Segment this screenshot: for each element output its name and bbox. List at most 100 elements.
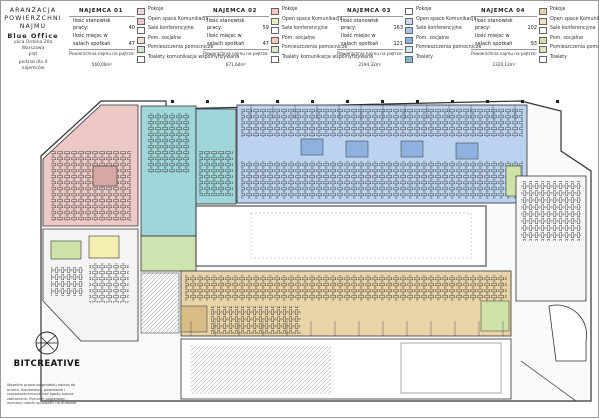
workstations-label-text: Ilość stanowisk: [475, 18, 513, 24]
divider: [203, 49, 269, 50]
common-area-hatch: [191, 346, 331, 394]
title-line-2: POWIERZCHNI: [4, 15, 62, 22]
legend-label: Open space Komunikacja: [148, 16, 209, 22]
legend-label: Toalety komunikacja wspólnyfizywana: [148, 54, 240, 60]
legend-swatch: [137, 36, 145, 44]
plan-details: [140, 100, 577, 402]
legend-swatch: [137, 27, 145, 34]
meeting-seats-label-text: Ilość miejsc w: [341, 33, 376, 39]
legend-label: Toalety komunikacja wspólnyfizywana: [282, 54, 374, 60]
legend-swatch: [137, 8, 145, 15]
divider: [337, 49, 403, 50]
divider: [69, 49, 135, 50]
legend-label: Pom. socjalne: [416, 35, 450, 41]
lower-workstations-2: [51, 266, 83, 296]
legend-swatch: [271, 36, 279, 44]
tenant-4-support: [480, 300, 510, 332]
meeting-seats-label-text-2: salach spotkań: [73, 41, 111, 47]
column: [241, 100, 244, 103]
meeting-seats-label: Ilość miejsc w: [207, 33, 269, 39]
tenant-3-workstations-top: [241, 109, 523, 137]
legend-item: Sale konferencyjne: [271, 26, 331, 36]
tenant-4-meeting-room: [180, 305, 208, 333]
meeting-seats-label-text: Ilość miejsc w: [207, 33, 242, 39]
meeting-seats-label: Ilość miejsc w: [475, 33, 537, 39]
tenant-name: NAJEMCA 01: [79, 8, 123, 14]
legend-swatch: [539, 55, 547, 63]
subtitle-line-2: najemców: [21, 66, 45, 71]
tenant-name: NAJEMCA 04: [481, 8, 525, 14]
legend-swatch: [539, 8, 547, 15]
legend-item: Pokoje: [271, 7, 331, 17]
subtitle-line-1: podział dla 4: [18, 60, 48, 65]
legend-item: Toalety komunikacja wspólnyfizywana: [271, 55, 373, 65]
area-label: Powierzchnia najmu na piętrze:: [69, 51, 135, 56]
column: [416, 100, 419, 103]
workstations-value: 40: [128, 25, 135, 31]
divider: [471, 49, 537, 50]
tenant-name: NAJEMCA 02: [213, 8, 257, 14]
meeting-seats-label-text: Ilość miejsc w: [73, 33, 108, 39]
workstations-label-text-2: pracy:: [207, 25, 223, 31]
title-line-1: ARANŻACJA: [9, 7, 57, 14]
legend-swatch: [271, 17, 279, 25]
central-atrium: [195, 205, 487, 267]
legend-swatch: [405, 36, 413, 44]
column: [311, 100, 314, 103]
tenant-3-meeting-room: [300, 138, 324, 156]
title-line-3: NAJMU: [19, 23, 47, 30]
legend-swatch: [137, 55, 145, 63]
column: [346, 100, 349, 103]
legend-label: Toalety: [550, 54, 567, 60]
meeting-seats-value: 47: [262, 41, 269, 47]
legend-item: Toalety: [539, 55, 599, 65]
legend-label: Pom. socjalne: [282, 35, 316, 41]
divider: [471, 16, 537, 17]
column: [486, 100, 489, 103]
legend-item: Toalety komunikacja wspólnyfizywana: [137, 55, 239, 65]
workstations-label-text: Ilość stanowisk: [341, 18, 379, 24]
tenant-4-workstations-2: [211, 306, 301, 334]
tenant-3-meeting-room: [345, 140, 369, 158]
legend-label: Pomieszczenia pomocnicze: [550, 45, 599, 50]
tenant-3-meeting-room: [455, 142, 479, 160]
legend-label: Pomieszczenia pomocnicze: [148, 45, 214, 50]
workstations-label: Ilość stanowisk: [341, 18, 403, 24]
legend-swatch: [405, 27, 413, 34]
area-value: 671,64m²: [225, 62, 247, 67]
workstations-value: 102: [527, 25, 537, 31]
meeting-seats-label-text-2: salach spotkań: [475, 41, 513, 47]
legend-label: Sale konferencyjne: [416, 26, 462, 31]
legend-item: Pomieszczenia pomocnicze: [137, 45, 213, 55]
workstations-row: pracy:40: [73, 25, 135, 31]
legend-item: Pokoje: [405, 7, 465, 17]
legend-item: Pom. socjalne: [271, 36, 331, 46]
tenant-name: NAJEMCA 03: [347, 8, 391, 14]
legend-label: Open space Komunikacja: [416, 16, 477, 22]
meeting-seats-label-text: Ilość miejsc w: [475, 33, 510, 39]
logo-text: BITCREATIVE: [13, 359, 81, 369]
workstations-value: 163: [393, 25, 403, 31]
area-value: 560,00m²: [91, 62, 113, 67]
legend-item: Pomieszczenia pomocnicze: [539, 45, 599, 55]
diagonal-wall: [520, 360, 577, 402]
legend-label: Pokoje: [416, 7, 432, 12]
column: [276, 100, 279, 103]
workstations-label-text-2: pracy:: [475, 25, 491, 31]
workstations-label-text: Ilość stanowisk: [73, 18, 111, 24]
legend-item: Pom. socjalne: [137, 36, 197, 46]
tenant-4-workstations: [185, 275, 507, 301]
column: [556, 100, 559, 103]
legend-label: Pomieszczenia pomocnicze: [416, 45, 482, 50]
legend-item: Sale konferencyjne: [539, 26, 599, 36]
legend-swatch: [405, 8, 413, 15]
tenant-2-support: [140, 235, 197, 272]
